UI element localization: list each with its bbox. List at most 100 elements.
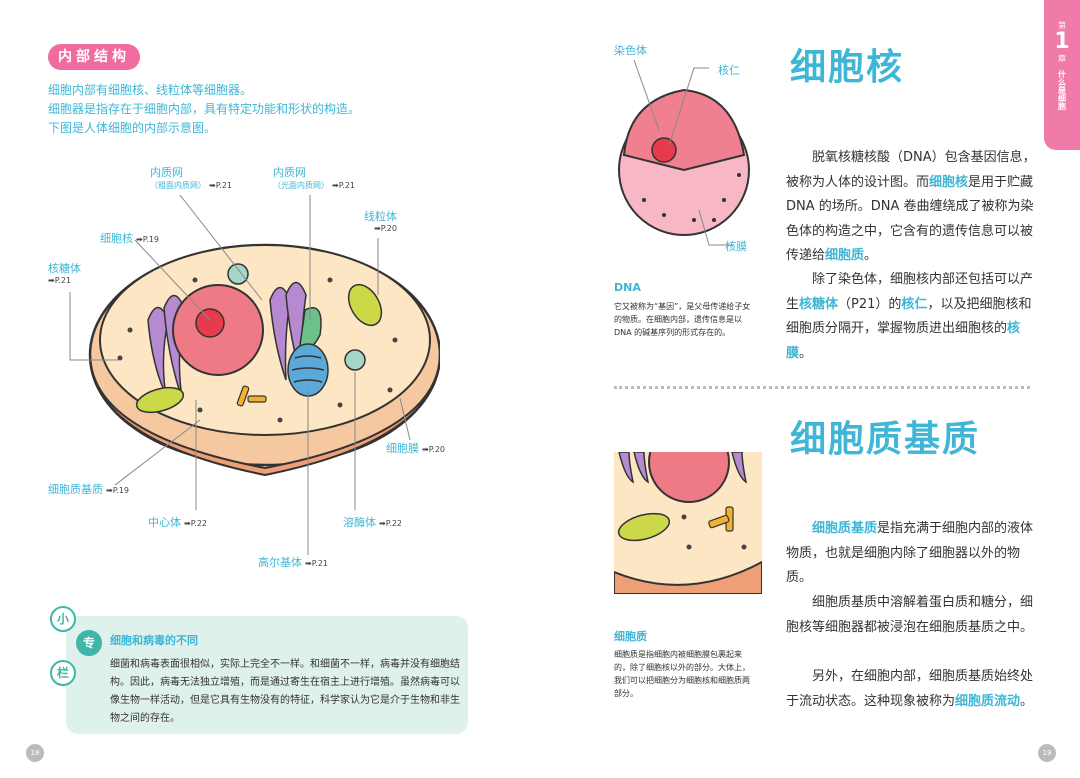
label-rough-er: 内质网 （粗面内质网）➡P.21 xyxy=(150,164,232,191)
lysosome-shape xyxy=(227,263,249,285)
fig-label-nucleolus: 核仁 xyxy=(718,64,740,77)
label-cytoplasm-ref: ➡P.19 xyxy=(106,486,130,495)
leader-lines xyxy=(69,194,411,555)
label-rough-er-ref: ➡P.21 xyxy=(209,181,233,190)
label-ribosome-sub: ➡P.21 xyxy=(48,276,81,285)
nucleus-paragraph-2: 除了染色体，细胞核内部还包括可以产生核糖体（P21）的核仁，以及把细胞核和细胞质… xyxy=(786,268,1036,366)
nucleus-diagram xyxy=(618,60,750,246)
label-mitochondria-sub: ➡P.20 xyxy=(364,224,397,233)
nucleus-cut xyxy=(622,88,746,172)
heading-cytoplasm: 细胞质基质 xyxy=(790,419,981,460)
cytoplasm-side-title: 细胞质 xyxy=(614,630,647,643)
intro-text: 细胞内部有细胞核、线粒体等细胞器。 细胞器是指存在于细胞内部，具有特定功能和形状… xyxy=(48,81,448,138)
cytoplasm-paragraph-3: 另外，在细胞内部，细胞质基质始终处于流动状态。这种现象被称为细胞质流动。 xyxy=(786,665,1036,714)
cytoplasm-p3-highlight: 细胞质流动 xyxy=(955,693,1021,709)
label-centrosome-ref: ➡P.22 xyxy=(184,519,208,528)
label-golgi-ref: ➡P.21 xyxy=(305,559,329,568)
cytoplasm-p1-highlight: 细胞质基质 xyxy=(812,521,878,536)
lysosome-shape xyxy=(344,349,366,371)
page-number-left: 18 xyxy=(26,744,44,762)
chapter-num: 1 xyxy=(1054,29,1070,54)
cytoplasm-crop-image xyxy=(614,452,762,594)
nucleus-p1-highlight: 细胞质 xyxy=(825,248,865,263)
label-mitochondria-ref: ➡P.20 xyxy=(373,224,397,233)
cytoplasm-paragraph-1: 细胞质基质是指充满于细胞内部的液体物质，也就是细胞内除了细胞器以外的物质。 xyxy=(786,517,1036,591)
label-nucleus: 细胞核➡P.19 xyxy=(100,230,159,246)
label-smooth-er-name: 内质网 xyxy=(273,166,306,179)
column-icon-column: 栏 xyxy=(50,660,76,686)
label-centrosome: 中心体➡P.22 xyxy=(148,514,207,530)
nucleus-p1-text: 是用于贮藏 DNA 的场所。DNA 卷曲缠绕成了被称为染色体的构造之中，它含有的… xyxy=(786,174,1034,264)
chapter-post: 章 xyxy=(1058,54,1066,63)
intro-line: 下图是人体细胞的内部示意图。 xyxy=(48,121,217,135)
cell-diagram xyxy=(88,243,440,477)
cytoplasm-side-text: 细胞质是指细胞内被细胞膜包裹起来的，除了细胞核以外的部分。大体上，我们可以把细胞… xyxy=(614,650,750,698)
label-rough-er-sub: （粗面内质网）➡P.21 xyxy=(150,180,232,191)
nucleolus-inner xyxy=(651,137,677,163)
label-lysosome-name: 溶酶体 xyxy=(343,516,376,529)
label-membrane-name: 细胞膜 xyxy=(386,442,419,455)
label-smooth-er: 内质网 （光面内质网）➡P.21 xyxy=(273,164,355,191)
label-ribosome: 核糖体 ➡P.21 xyxy=(48,260,81,285)
label-nucleus-ref: ➡P.19 xyxy=(136,235,160,244)
cytoplasm-p3-text: 。 xyxy=(1020,693,1034,709)
mitochondria-shape xyxy=(135,283,383,414)
nucleus-p2-text: （P21）的 xyxy=(838,296,902,312)
nucleus-p2-text: 除了染色体，细胞核内部还包括可以产生 xyxy=(786,272,1034,312)
page-number-right: 19 xyxy=(1038,744,1056,762)
section-divider xyxy=(614,386,1030,389)
fig-label-chromosome: 染色体 xyxy=(614,44,647,57)
cytoplasm-paragraph-2: 细胞质基质中溶解着蛋白质和糖分，细胞核等细胞器都被浸泡在细胞质基质之中。 xyxy=(786,595,1034,635)
column-icon-special: 专 xyxy=(76,630,102,656)
nucleus-p1-highlight: 细胞核 xyxy=(929,174,969,190)
column-title: 细胞和病毒的不同 xyxy=(110,634,198,647)
chapter-pre: 第 xyxy=(1058,21,1066,30)
column-box xyxy=(66,616,468,734)
label-cytoplasm-name: 细胞质基质 xyxy=(48,483,103,496)
chapter-tab: 第 1 章 什么是细胞 xyxy=(1044,0,1080,150)
centrosome-shape xyxy=(236,385,267,407)
label-rough-er-sub-text: （粗面内质网） xyxy=(150,181,206,190)
golgi-shape xyxy=(287,343,329,397)
column-body: 细菌和病毒表面很相似，实际上完全不一样。和细菌不一样，病毒并没有细胞结构。因此，… xyxy=(110,659,460,724)
heading-nucleus: 细胞核 xyxy=(790,47,905,88)
label-centrosome-name: 中心体 xyxy=(148,516,181,529)
label-mitochondria: 线粒体 ➡P.20 xyxy=(364,208,397,233)
section-badge: 内部结构 xyxy=(48,44,140,70)
nucleus-p2-highlight: 核仁 xyxy=(901,296,928,312)
nucleus-p2-text: 。 xyxy=(799,345,813,361)
chapter-title: 什么是细胞 xyxy=(1057,70,1067,110)
label-ribosome-ref: ➡P.21 xyxy=(48,276,72,285)
label-nucleus-name: 细胞核 xyxy=(100,232,133,245)
intro-line: 细胞器是指存在于细胞内部，具有特定功能和形状的构造。 xyxy=(48,102,361,116)
cytoplasm-p1-text: 是指充满于细胞内部的液体物质，也就是细胞内除了细胞器以外的物质。 xyxy=(786,521,1034,585)
label-lysosome: 溶酶体➡P.22 xyxy=(343,514,402,530)
nucleus-p2-text: ，以及把细胞核和细胞质分隔开，掌握物质进出细胞核的 xyxy=(786,296,1032,337)
label-ribosome-name: 核糖体 xyxy=(48,262,81,275)
cell-side xyxy=(89,354,440,477)
nucleolus-shape xyxy=(195,308,225,338)
cytoplasm-p3-text: 另外，在细胞内部，细胞质基质始终处于流动状态。这种现象被称为 xyxy=(786,669,1034,709)
label-smooth-er-ref: ➡P.21 xyxy=(332,181,356,190)
label-golgi: 高尔基体➡P.21 xyxy=(258,554,328,570)
label-golgi-name: 高尔基体 xyxy=(258,556,302,569)
fig-label-envelope: 核膜 xyxy=(725,240,747,253)
nucleus-paragraph-1: 脱氧核糖核酸（DNA）包含基因信息，被称为人体的设计图。而细胞核是用于贮藏 DN… xyxy=(786,146,1036,269)
label-lysosome-ref: ➡P.22 xyxy=(379,519,403,528)
cell-cytoplasm-shape xyxy=(99,244,431,436)
label-membrane-ref: ➡P.20 xyxy=(422,445,446,454)
nucleus-p2-highlight: 核膜 xyxy=(786,321,1021,361)
label-rough-er-name: 内质网 xyxy=(150,166,183,179)
column-icon-small: 小 xyxy=(50,606,76,632)
label-mitochondria-name: 线粒体 xyxy=(364,210,397,223)
intro-line: 细胞内部有细胞核、线粒体等细胞器。 xyxy=(48,83,253,97)
nucleus-p1-text: 。 xyxy=(864,248,878,263)
label-membrane: 细胞膜➡P.20 xyxy=(386,440,445,456)
label-smooth-er-sub-text: （光面内质网） xyxy=(273,181,329,190)
label-cytoplasm: 细胞质基质➡P.19 xyxy=(48,481,129,497)
label-smooth-er-sub: （光面内质网）➡P.21 xyxy=(273,180,355,191)
nucleus-p1-text: 脱氧核糖核酸（DNA）包含基因信息，被称为人体的设计图。而 xyxy=(786,150,1036,190)
dna-text: 它又被称为“基因”，是父母传递给子女的物质。在细胞内部，遗传信息是以 DNA 的… xyxy=(614,302,751,337)
nucleus-p2-highlight: 核糖体 xyxy=(799,296,839,312)
ribosome-dots xyxy=(117,277,398,423)
